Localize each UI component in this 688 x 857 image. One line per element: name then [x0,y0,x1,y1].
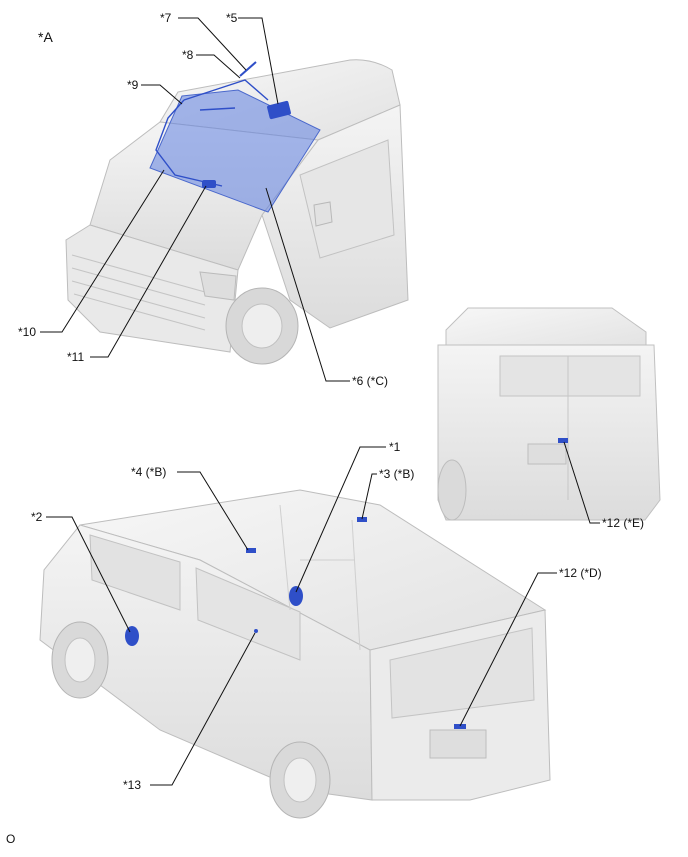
side-van-front-window [89,534,181,611]
leader-10 [40,169,165,333]
callout-2: *2 [31,510,43,524]
windshield-highlight [149,89,321,213]
leader-11 [90,185,207,358]
leader-8 [196,54,241,79]
part-12-d [454,724,466,729]
front-van-headlight [199,271,237,301]
speaker-part-1 [289,586,303,606]
side-van-mid-window [195,567,301,661]
leader-5 [238,17,279,105]
front-van-illustration [65,59,409,365]
callout-11: *11 [67,350,85,364]
part-13 [254,629,258,633]
leader-7 [178,17,247,71]
callout-6: *6 (*C) [352,374,389,388]
side-van-plate [429,729,487,759]
callout-8: *8 [182,48,194,62]
leader-2 [46,516,131,633]
callout-3: *3 (*B) [379,467,415,481]
callout-4: *4 (*B) [131,465,167,479]
front-van-grille [71,254,206,331]
view-label: *A [38,29,53,45]
leader-1 [295,446,386,593]
callout-12e: *12 (*E) [602,516,645,530]
rear-van-illustration [437,307,661,521]
callout-9: *9 [127,78,139,92]
leader-12e [563,441,600,524]
speaker-part-2 [125,626,139,646]
callout-leader-lines [40,17,600,786]
callout-1: *1 [389,440,401,454]
rear-van-window [499,355,641,397]
callout-10: *10 [18,325,37,339]
callout-13: *13 [123,778,142,792]
part-4-b [246,548,256,553]
antenna-wire [155,79,269,187]
callout-5: *5 [226,11,238,25]
front-van-mirror [313,201,333,227]
callout-12d: *12 (*D) [559,566,602,580]
front-van-hub [241,303,283,349]
windshield-module [202,180,216,188]
rear-camera-e [558,438,568,443]
leader-4 [177,471,249,551]
leader-13 [150,632,256,786]
roof-module [267,100,291,120]
rear-van-wheel [437,459,467,521]
footer-code: O [6,832,16,846]
rear-van-roof [445,307,647,351]
part-3-b [357,517,367,522]
side-van-illustration [39,489,551,819]
callout-7: *7 [160,11,172,25]
leader-9 [141,84,183,105]
leader-12d [459,572,557,727]
side-van-interior [279,504,361,651]
rear-van-plate [527,443,567,465]
side-van-front-hub [64,637,96,683]
leader-3 [361,473,377,520]
leader-6 [265,187,350,382]
front-van-side-window [299,139,395,259]
roof-antenna-mast [239,61,257,77]
side-van-rear-hub [283,757,317,803]
